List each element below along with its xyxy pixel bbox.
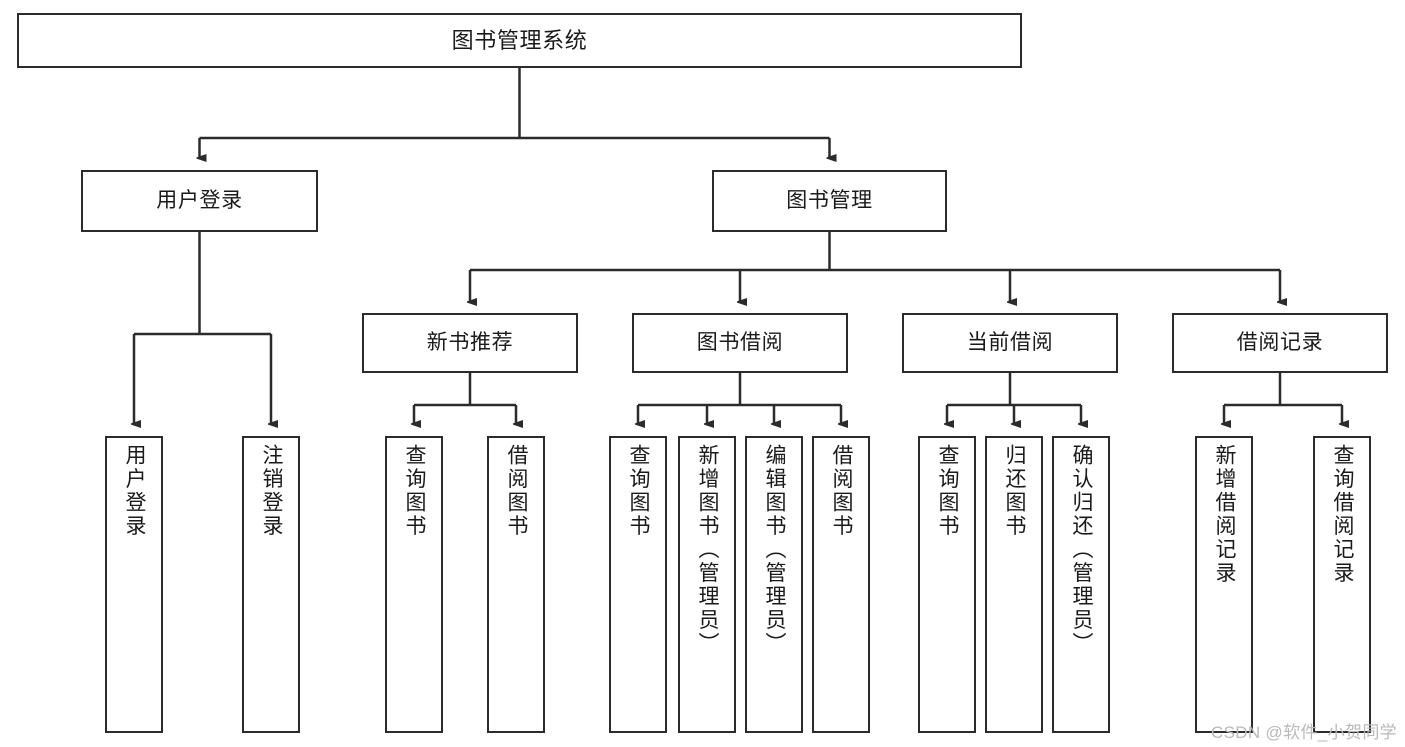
node-root[interactable]: 图书管理系统 (17, 13, 1022, 68)
edge-book-manage-to-level2 (470, 232, 1280, 302)
node-label-leaf-query-book-3: 查询图书 (936, 444, 960, 539)
node-label-leaf-add-record: 新增借阅记录 (1213, 444, 1237, 586)
node-leaf-query-record[interactable]: 查询借阅记录 (1313, 436, 1371, 733)
node-leaf-query-book-3[interactable]: 查询图书 (918, 436, 976, 733)
node-leaf-query-book-1[interactable]: 查询图书 (385, 436, 443, 733)
node-user-login[interactable]: 用户登录 (81, 170, 318, 232)
node-label-root: 图书管理系统 (451, 27, 588, 53)
node-label-leaf-borrow-book-1: 借阅图书 (505, 444, 529, 539)
node-label-leaf-query-book-2: 查询图书 (627, 444, 651, 539)
node-leaf-add-book[interactable]: 新增图书（管理员） (678, 436, 736, 733)
node-label-borrow-record: 借阅记录 (1236, 330, 1324, 354)
node-label-book-borrow: 图书借阅 (696, 330, 784, 354)
edge-borrow-record-to-leaves (1224, 373, 1342, 424)
node-label-book-manage: 图书管理 (786, 188, 873, 212)
node-leaf-confirm-ret[interactable]: 确认归还（管理员） (1052, 436, 1110, 733)
node-leaf-logout[interactable]: 注销登录 (242, 436, 300, 733)
node-label-leaf-logout: 注销登录 (260, 444, 284, 539)
node-leaf-user-login[interactable]: 用户登录 (105, 436, 163, 733)
node-leaf-borrow-book-1[interactable]: 借阅图书 (487, 436, 545, 733)
node-label-leaf-add-book: 新增图书（管理员） (696, 444, 720, 656)
edge-book-borrow-to-leaves (638, 373, 841, 424)
node-label-leaf-edit-book: 编辑图书（管理员） (763, 444, 787, 656)
node-leaf-edit-book[interactable]: 编辑图书（管理员） (745, 436, 803, 733)
node-leaf-borrow-book-2[interactable]: 借阅图书 (812, 436, 870, 733)
node-leaf-query-book-2[interactable]: 查询图书 (609, 436, 667, 733)
node-label-current-borrow: 当前借阅 (966, 330, 1054, 354)
edge-new-book-rec-to-leaves (414, 373, 516, 424)
edge-current-borrow-to-leaves (947, 373, 1081, 424)
node-label-user-login: 用户登录 (156, 188, 243, 212)
node-current-borrow[interactable]: 当前借阅 (902, 313, 1118, 373)
node-book-manage[interactable]: 图书管理 (712, 170, 947, 232)
node-label-leaf-query-record: 查询借阅记录 (1331, 444, 1355, 586)
node-new-book-rec[interactable]: 新书推荐 (362, 313, 578, 373)
edge-root-to-level1 (200, 68, 830, 158)
node-borrow-record[interactable]: 借阅记录 (1172, 313, 1388, 373)
node-leaf-return-book[interactable]: 归还图书 (985, 436, 1043, 733)
node-label-new-book-rec: 新书推荐 (426, 330, 514, 354)
node-label-leaf-query-book-1: 查询图书 (403, 444, 427, 539)
node-label-leaf-user-login: 用户登录 (123, 444, 147, 539)
node-label-leaf-confirm-ret: 确认归还（管理员） (1070, 444, 1094, 656)
node-label-leaf-return-book: 归还图书 (1003, 444, 1027, 539)
node-book-borrow[interactable]: 图书借阅 (632, 313, 848, 373)
node-label-leaf-borrow-book-2: 借阅图书 (830, 444, 854, 539)
node-leaf-add-record[interactable]: 新增借阅记录 (1195, 436, 1253, 733)
edge-user-login-to-leaves (134, 232, 271, 424)
